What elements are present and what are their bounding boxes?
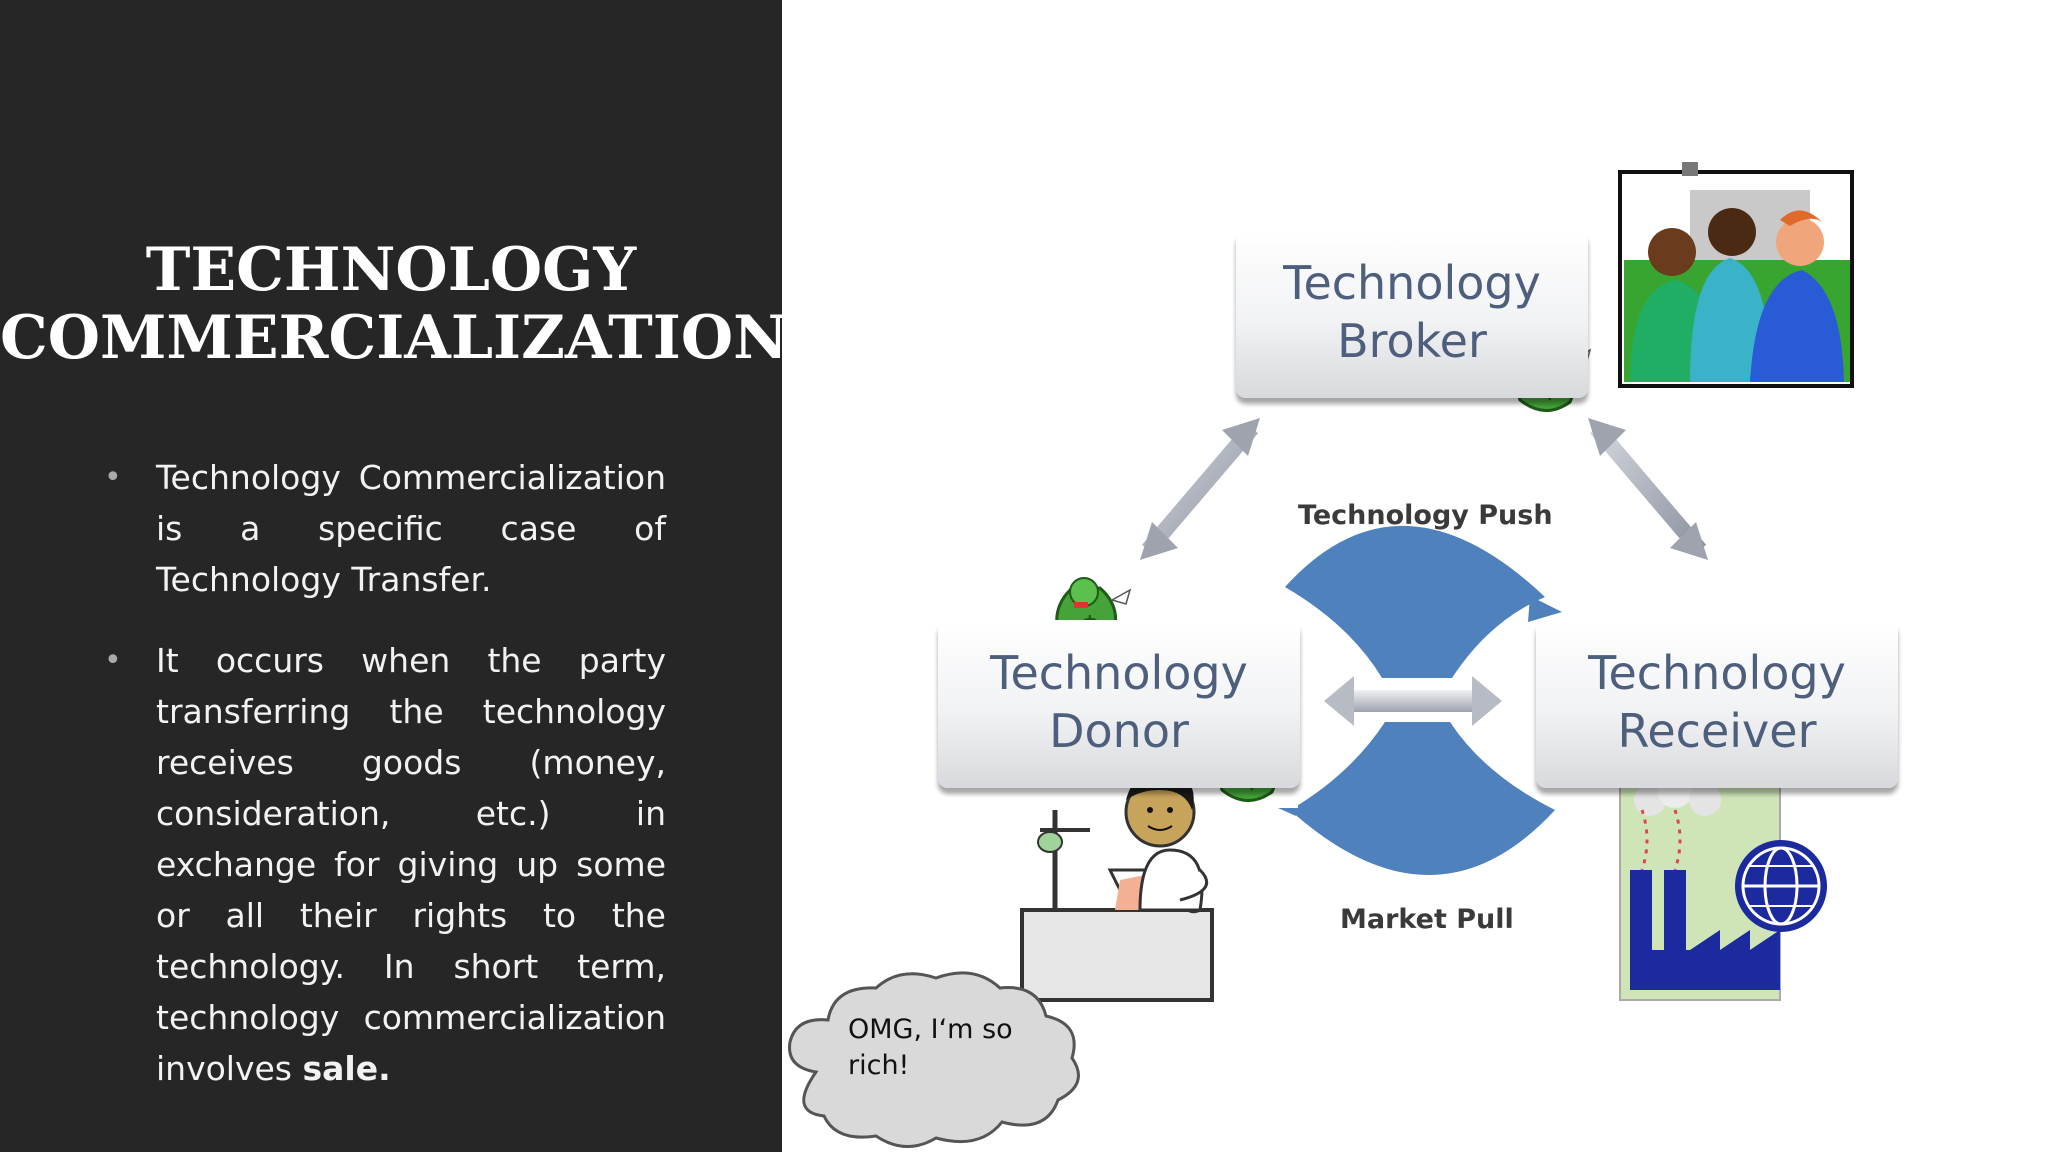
bullet-dot-icon: • [104,460,122,495]
title-line-1: TECHNOLOGY [145,235,637,305]
receiver-line-1: Technology [1588,646,1846,700]
broker-line-1: Technology [1283,256,1541,310]
title-line-2: COMMERCIALIZATION [0,303,788,373]
donor-receiver-arrow-icon [1324,676,1502,726]
technology-push-label: Technology Push [1298,500,1553,531]
scientist-clipart [1020,769,1214,1002]
bullet-text: Technology Commercialization is a specif… [156,458,666,599]
bullet-list: • Technology Commercialization is a spec… [104,452,666,1124]
donor-line-1: Technology [990,646,1248,700]
diagram-graphics: $ $ $ [1020,162,1854,1002]
arrow-broker-donor-icon [1140,418,1260,560]
bullet-dot-icon: • [104,643,122,678]
technology-receiver-box: Technology Receiver [1536,620,1898,788]
market-pull-label: Market Pull [1340,904,1514,935]
thought-cloud-icon [788,971,1080,1148]
bullet-emphasis: sale. [302,1049,391,1088]
factory-globe-clipart [1619,772,1827,1001]
donor-line-2: Donor [1049,704,1189,758]
commercialization-diagram: $ $ $ Technology Broker Technology Donor… [930,150,1910,1010]
technology-donor-box: Technology Donor [938,620,1300,788]
left-panel [0,0,782,1152]
bullet-text: It occurs when the party transferring th… [156,641,666,1088]
slide-title: TECHNOLOGY COMMERCIALIZATION [0,235,788,372]
business-people-clipart [1618,162,1854,388]
thought-cloud-text: OMG, I‘m so rich! [848,1014,1013,1081]
technology-broker-box: Technology Broker [1236,230,1588,398]
broker-line-2: Broker [1337,314,1487,368]
bullet-item: • It occurs when the party transferring … [104,635,666,1094]
technology-push-arrow-icon [1285,525,1562,678]
arrow-broker-receiver-icon [1588,418,1708,560]
receiver-line-2: Receiver [1617,704,1817,758]
bullet-item: • Technology Commercialization is a spec… [104,452,666,605]
market-pull-arrow-icon [1260,722,1555,875]
